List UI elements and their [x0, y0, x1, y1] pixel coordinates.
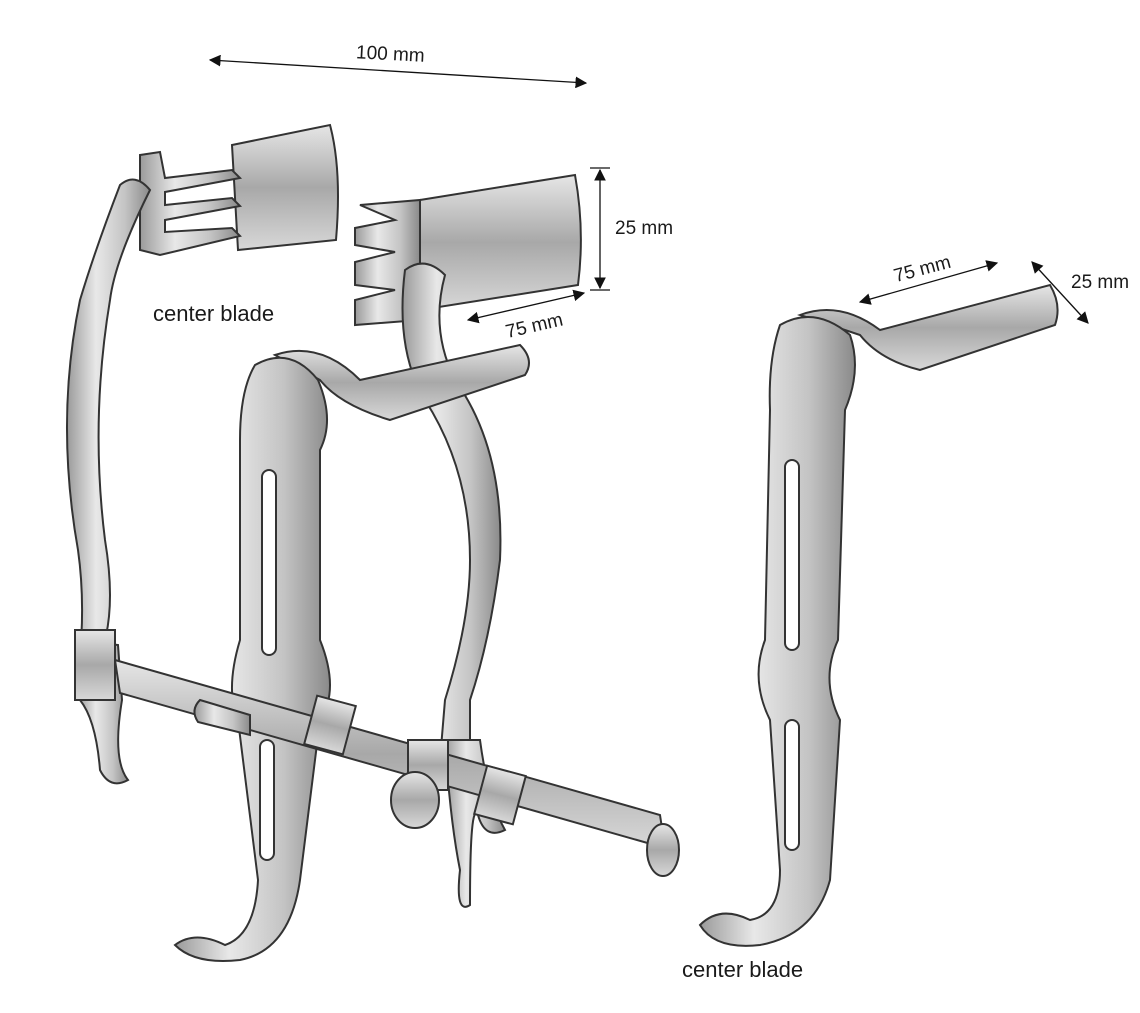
- thumb-screw-knob: [390, 771, 440, 829]
- label-center-blade-left: center blade: [153, 301, 274, 326]
- label-25mm: 25 mm: [615, 218, 673, 239]
- label-center-blade-right: center blade: [682, 957, 803, 982]
- wing-nut: [193, 698, 251, 737]
- center-blade-attached: [173, 343, 530, 962]
- dimension-100mm-arrow: [208, 54, 588, 89]
- rack-bar: [74, 629, 680, 877]
- left-blade: [139, 123, 339, 257]
- right-arm: [401, 262, 502, 761]
- dimension-75mm-right-arrow: [858, 260, 999, 305]
- label-25mm-right: 25 mm: [1071, 272, 1129, 293]
- right-blade: [354, 173, 582, 327]
- left-arm: [66, 178, 152, 657]
- dimension-75mm-arrow: [466, 289, 586, 324]
- label-100mm: 100 mm: [356, 42, 426, 67]
- label-75mm-right: 75 mm: [892, 252, 954, 287]
- center-blade-separate: [698, 283, 1059, 947]
- dimension-25mm-right-arrow: [1031, 261, 1089, 324]
- label-75mm: 75 mm: [504, 309, 565, 343]
